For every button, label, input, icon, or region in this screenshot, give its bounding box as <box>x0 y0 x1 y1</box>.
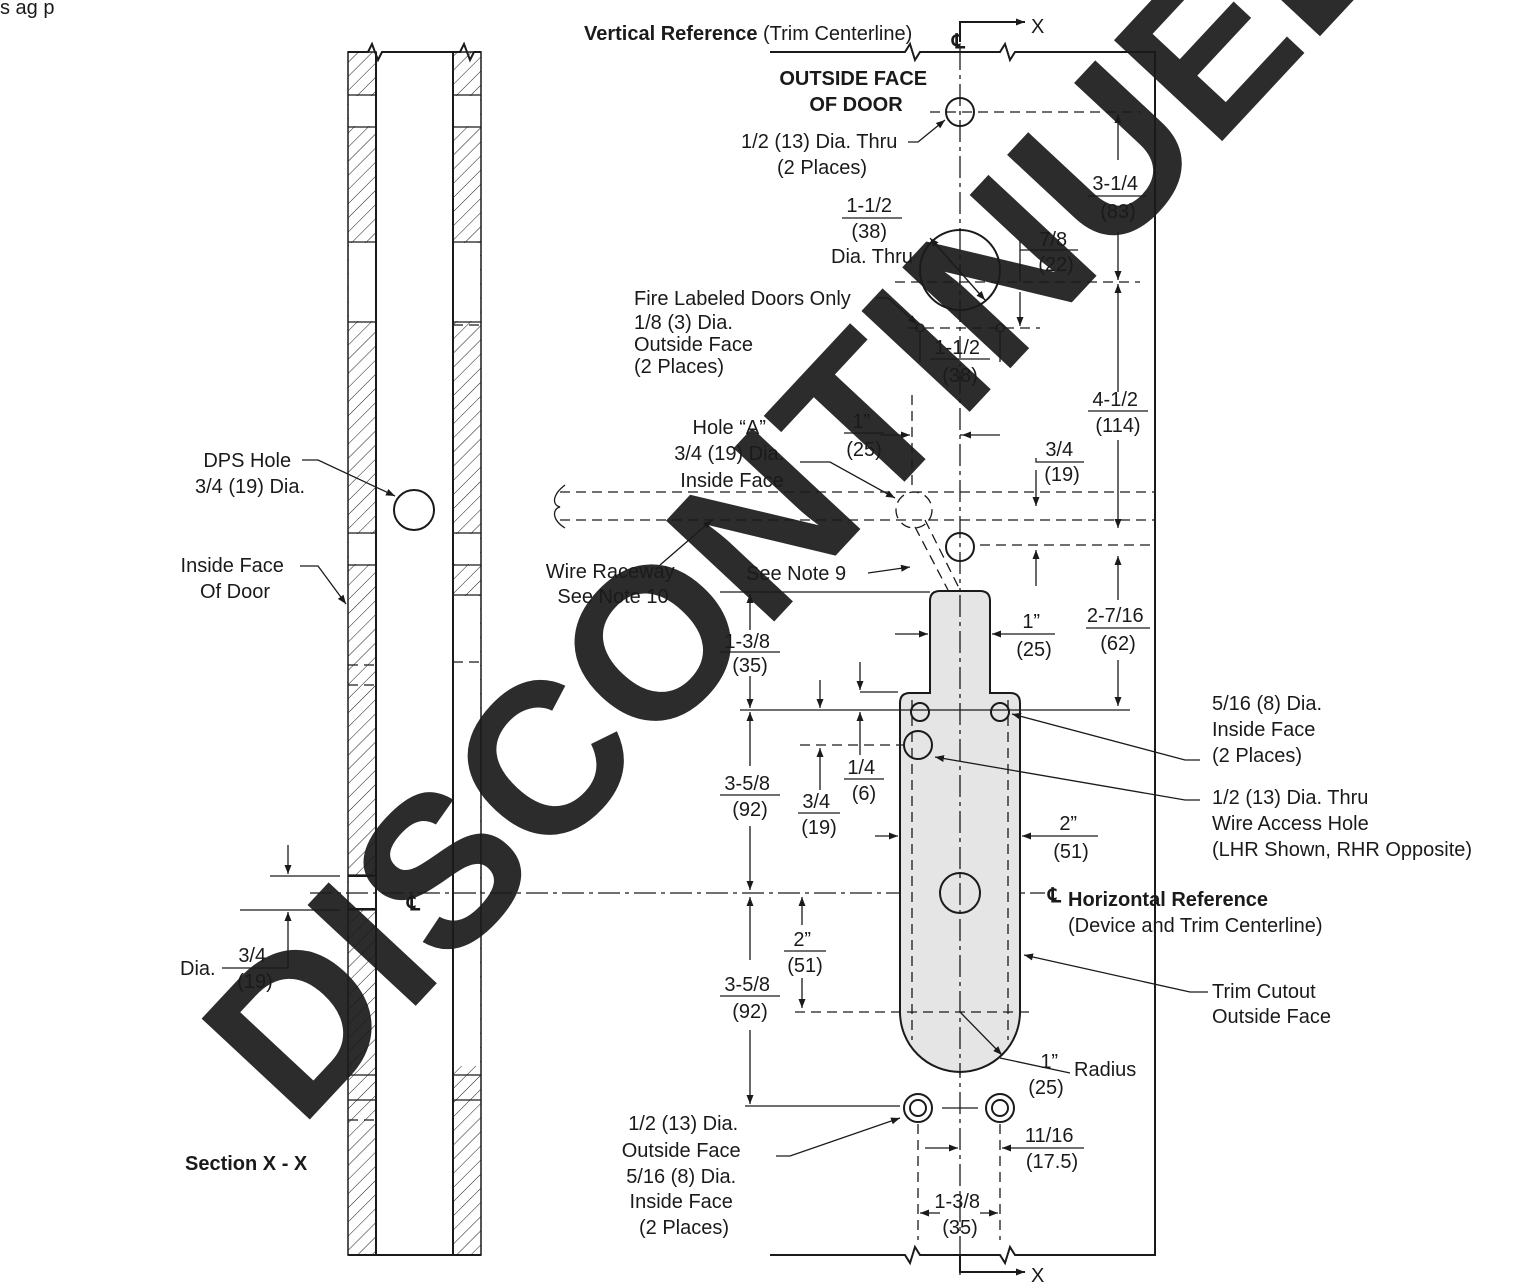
dim-1-4: 1/4 (6) <box>847 757 880 805</box>
wire-access-hole <box>903 730 933 760</box>
dim-1-3-8-left: 1-3/8 (35) <box>724 631 775 677</box>
inside-face-of-door-label: Inside Face Of Door <box>181 555 290 603</box>
dim-7-8: 7/8 (22) <box>1038 229 1074 276</box>
dim-1-3-8-bottom: 1-3/8 (35) <box>934 1191 985 1239</box>
top-hole-label: 1/2 (13) Dia. Thru (2 Places) <box>741 131 903 179</box>
fire-labeled-label: Fire Labeled Doors Only 1/8 (3) Dia. Out… <box>634 288 856 378</box>
see-note-9: See Note 9 <box>746 563 846 585</box>
dps-hole <box>393 489 435 531</box>
dim-4-1-2: 4-1/2 (114) <box>1092 389 1143 437</box>
bottom-hole-right-inner <box>991 1099 1009 1117</box>
horizontal-centerline-symbol: ℄ <box>1047 885 1062 907</box>
section-marker-bottom: X <box>1031 1265 1044 1287</box>
section-dia-label: Dia. <box>180 958 216 980</box>
dim-3-5-8-lower: 3-5/8 (92) <box>724 974 775 1023</box>
bottom-hole-left-inner <box>909 1099 927 1117</box>
dim-1-1-2-spacing: 1-1/2 (38) <box>934 337 985 387</box>
dia-5-16-label: 5/16 (8) Dia. Inside Face (2 Places) <box>1212 693 1328 767</box>
dim-2-in-vertical: 2” (51) <box>787 929 823 977</box>
vertical-centerline-symbol: ℄ <box>951 31 966 53</box>
upper-hole-left <box>910 702 930 722</box>
dim-3-4-raceway: 3/4 (19) <box>1044 439 1080 486</box>
wire-raceway-label: Wire Raceway See Note 10 <box>546 561 680 608</box>
dim-1-in-hole-a: 1” (25) <box>846 411 882 461</box>
dim-1-in-neck: 1” (25) <box>1016 611 1052 661</box>
horizontal-reference-sub: (Device and Trim Centerline) <box>1068 915 1323 937</box>
upper-hole-right <box>990 702 1010 722</box>
section-title: Section X - X <box>185 1153 308 1175</box>
section-dim-3-4: 3/4 (19) <box>237 945 273 993</box>
hole-a-label: Hole “A” 3/4 (19) Dia. Inside Face <box>674 417 790 492</box>
device-center-hole <box>939 872 981 914</box>
dim-1-1-2-dia: 1-1/2 (38) Dia. Thru <box>831 195 913 268</box>
dim-1-in-radius: 1” (25) <box>1028 1051 1064 1099</box>
top-left-fragment: s ag p <box>0 0 54 19</box>
outside-face-label: OUTSIDE FACE OF DOOR <box>779 68 932 116</box>
section-marker-top: X <box>1031 16 1044 38</box>
trim-cutout-label: Trim Cutout Outside Face <box>1212 981 1331 1028</box>
door-face <box>770 41 1156 1266</box>
radius-label: Radius <box>1074 1059 1136 1081</box>
bottom-hole-left-outer <box>903 1093 933 1123</box>
dim-11-16: 11/16 (17.5) <box>1025 1125 1079 1173</box>
dim-3-4-mid: 3/4 (19) <box>801 791 837 839</box>
bottom-hole-right-outer <box>985 1093 1015 1123</box>
dim-3-5-8-upper: 3-5/8 (92) <box>724 773 775 821</box>
vertical-reference-label: Vertical Reference (Trim Centerline) <box>584 23 912 45</box>
horizontal-reference-label: Horizontal Reference <box>1068 889 1268 911</box>
dim-3-1-4: 3-1/4 (83) <box>1092 173 1143 223</box>
section-centerline-symbol: ℄ <box>406 893 421 915</box>
bottom-holes-label: 1/2 (13) Dia. Outside Face 5/16 (8) Dia.… <box>622 1113 747 1239</box>
wire-access-label: 1/2 (13) Dia. Thru Wire Access Hole (LHR… <box>1212 787 1472 861</box>
dim-2-in-width: 2” (51) <box>1053 813 1089 863</box>
section-view: ℄ <box>347 41 482 1256</box>
raceway-thru-hole <box>945 532 975 562</box>
main-thru-hole <box>919 229 1001 311</box>
dim-2-7-16: 2-7/16 (62) <box>1087 605 1149 655</box>
dps-hole-label: DPS Hole 3/4 (19) Dia. <box>195 450 305 498</box>
